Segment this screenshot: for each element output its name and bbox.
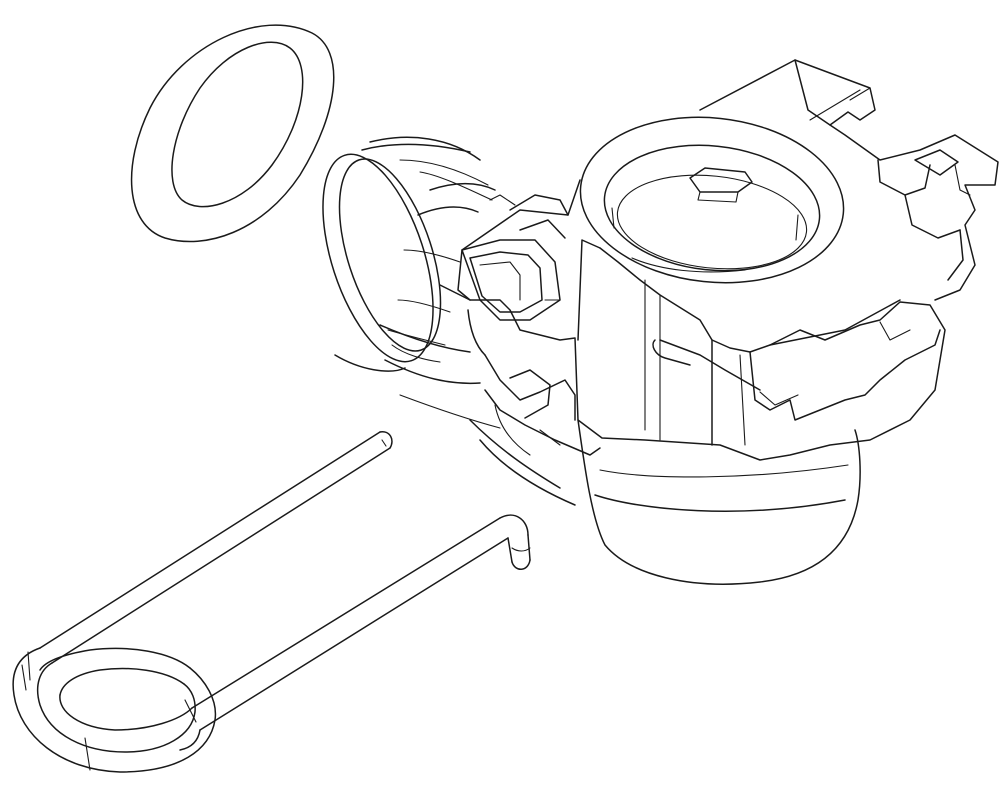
housing [439, 59, 999, 585]
valve-connector-body [322, 59, 999, 585]
threaded-spigot [322, 136, 576, 506]
o-ring [130, 24, 335, 243]
retaining-spring-clip [12, 431, 531, 773]
